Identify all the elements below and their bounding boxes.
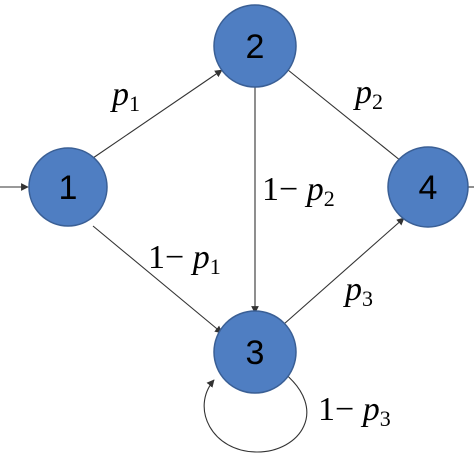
node-1-label: 1 (59, 169, 78, 207)
label-edge-2-to-4: p2 (353, 74, 383, 114)
node-2-circle (213, 4, 297, 88)
node-1: 1 (28, 147, 108, 227)
node-3-circle (213, 310, 297, 394)
node-4: 4 (387, 146, 469, 228)
label-edge-1-to-3: 1− p1 (148, 239, 221, 279)
node-2-label: 2 (246, 28, 265, 66)
self-loop-3 (203, 371, 308, 453)
edge-1-to-3 (92, 225, 223, 334)
label-edge-3-to-4: p3 (343, 271, 373, 311)
node-3: 3 (213, 310, 297, 394)
edge-2-to-4 (287, 69, 407, 166)
label-edge-1-to-2: p1 (110, 76, 140, 116)
node-4-circle (387, 146, 469, 228)
label-edge-2-to-3: 1− p2 (262, 171, 335, 211)
node-2: 2 (213, 4, 297, 88)
edge-1-to-2 (92, 69, 223, 159)
label-self-loop-3: 1− p3 (318, 391, 391, 431)
node-1-circle (28, 147, 108, 227)
node-3-label: 3 (246, 334, 265, 372)
node-4-label: 4 (419, 169, 438, 207)
edge-3-to-4 (283, 217, 405, 325)
